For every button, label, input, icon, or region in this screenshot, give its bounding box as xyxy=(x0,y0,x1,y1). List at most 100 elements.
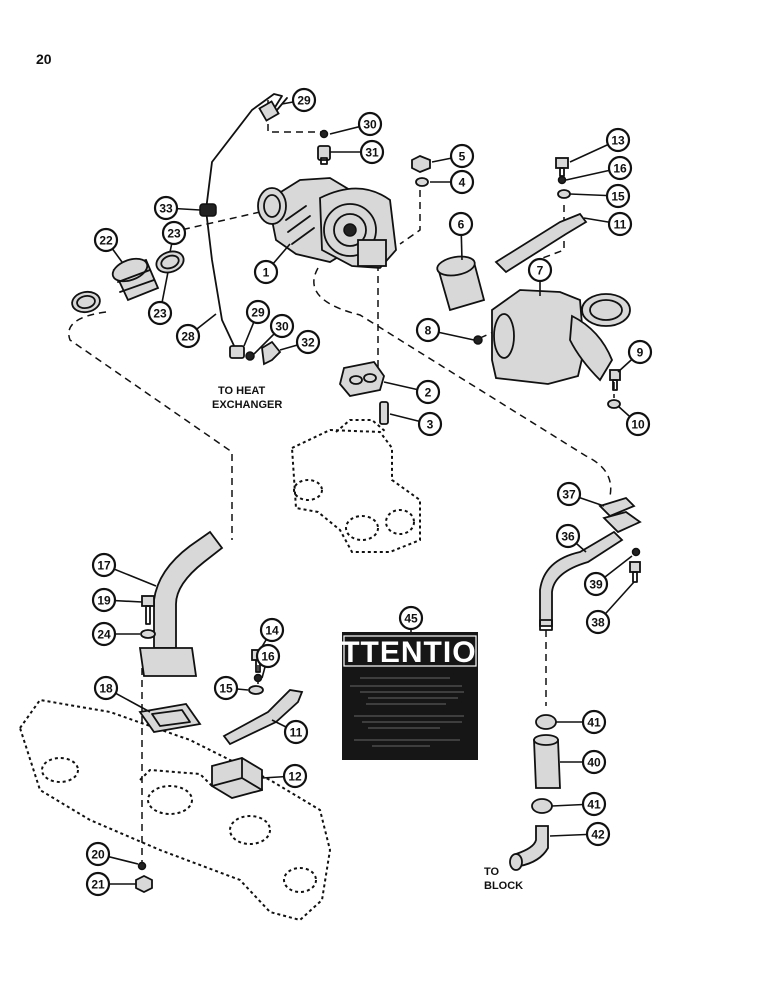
svg-text:30: 30 xyxy=(363,118,377,132)
gasket-18 xyxy=(138,703,202,733)
svg-text:20: 20 xyxy=(91,848,105,862)
svg-text:29: 29 xyxy=(297,94,311,108)
svg-text:39: 39 xyxy=(589,578,603,592)
clamp-23-lower xyxy=(71,290,101,314)
callout-30: 30 xyxy=(357,111,383,137)
callout-9: 9 xyxy=(627,339,653,365)
phantom-manifold-center xyxy=(290,419,421,553)
callout-37: 37 xyxy=(556,481,582,507)
svg-text:14: 14 xyxy=(265,624,279,638)
svg-text:28: 28 xyxy=(181,330,195,344)
fitting-32 xyxy=(245,340,282,366)
callout-6: 6 xyxy=(448,211,474,237)
pipe-17 xyxy=(138,530,224,677)
callout-45: 45 xyxy=(398,605,424,631)
callout-31: 31 xyxy=(359,139,385,165)
svg-text:16: 16 xyxy=(613,162,627,176)
callout-42: 42 xyxy=(585,821,611,847)
washer-20 xyxy=(137,861,147,871)
washer-24 xyxy=(140,629,156,639)
page-number: 20 xyxy=(36,51,52,67)
svg-text:3: 3 xyxy=(427,418,434,432)
svg-text:6: 6 xyxy=(458,218,465,232)
svg-text:21: 21 xyxy=(91,878,105,892)
callout-7: 7 xyxy=(527,257,553,283)
callout-16: 16 xyxy=(607,155,633,181)
callout-17: 17 xyxy=(91,552,117,578)
svg-text:5: 5 xyxy=(459,150,466,164)
oil-line xyxy=(199,93,288,359)
svg-text:30: 30 xyxy=(275,320,289,334)
callout-1: 1 xyxy=(253,259,279,285)
heat-exchanger-label-line1: TO HEAT xyxy=(218,385,266,397)
bolt-9 xyxy=(609,369,621,391)
callout-15: 15 xyxy=(213,675,239,701)
svg-text:23: 23 xyxy=(153,307,167,321)
gasket-37 xyxy=(598,496,636,518)
callout-4: 4 xyxy=(449,169,475,195)
svg-text:42: 42 xyxy=(591,828,605,842)
bracket-11-lower xyxy=(222,689,304,746)
clamp-41-upper xyxy=(535,714,557,730)
svg-text:11: 11 xyxy=(290,726,303,740)
callout-13: 13 xyxy=(605,127,631,153)
washer-16-upper xyxy=(557,175,567,185)
callout-24: 24 xyxy=(91,621,117,647)
gasket-2 xyxy=(339,361,385,397)
svg-text:16: 16 xyxy=(261,650,275,664)
callout-16: 16 xyxy=(255,643,281,669)
svg-text:10: 10 xyxy=(631,418,645,432)
tube-42 xyxy=(509,825,549,871)
callout-5: 5 xyxy=(449,143,475,169)
sleeve-6 xyxy=(436,255,486,312)
callout-29: 29 xyxy=(245,299,271,325)
svg-text:32: 32 xyxy=(301,336,315,350)
hose-22 xyxy=(111,257,160,302)
svg-text:15: 15 xyxy=(219,682,233,696)
callout-3: 3 xyxy=(417,411,443,437)
stud-3 xyxy=(379,401,389,425)
svg-text:45: 45 xyxy=(404,612,418,626)
svg-text:29: 29 xyxy=(251,306,265,320)
hose-40 xyxy=(533,734,561,789)
svg-text:9: 9 xyxy=(637,346,644,360)
svg-text:12: 12 xyxy=(288,770,302,784)
block-label-line2: BLOCK xyxy=(484,880,523,892)
washer-39 xyxy=(631,547,641,557)
callout-40: 40 xyxy=(581,749,607,775)
block-label-line1: TO xyxy=(484,866,500,878)
callout-19: 19 xyxy=(91,587,117,613)
callout-36: 36 xyxy=(555,523,581,549)
nut-5 xyxy=(411,155,431,173)
svg-text:38: 38 xyxy=(591,616,605,630)
callout-12: 12 xyxy=(282,763,308,789)
attention-title: ATTENTION xyxy=(321,636,499,669)
callout-21: 21 xyxy=(85,871,111,897)
tube-36 xyxy=(539,511,642,631)
callout-20: 20 xyxy=(85,841,111,867)
svg-text:41: 41 xyxy=(587,716,601,730)
plug-8 xyxy=(473,335,483,345)
bolt-38 xyxy=(629,561,641,583)
block-12 xyxy=(211,757,263,799)
bolt-19 xyxy=(141,595,155,625)
svg-text:22: 22 xyxy=(99,234,113,248)
svg-text:23: 23 xyxy=(167,227,181,241)
callout-28: 28 xyxy=(175,323,201,349)
svg-text:19: 19 xyxy=(97,594,111,608)
svg-text:41: 41 xyxy=(587,798,601,812)
callout-11: 11 xyxy=(607,211,633,237)
svg-text:7: 7 xyxy=(537,264,544,278)
callout-10: 10 xyxy=(625,411,651,437)
callout-39: 39 xyxy=(583,571,609,597)
clamp-41-lower xyxy=(531,798,553,814)
bracket-11-upper xyxy=(494,212,588,274)
svg-text:2: 2 xyxy=(425,386,432,400)
callout-2: 2 xyxy=(415,379,441,405)
heat-exchanger-label-line2: EXCHANGER xyxy=(212,399,282,411)
attention-decal: ATTENTION xyxy=(321,632,499,760)
callout-8: 8 xyxy=(415,317,441,343)
phantom-exhaust-manifold xyxy=(18,698,332,922)
